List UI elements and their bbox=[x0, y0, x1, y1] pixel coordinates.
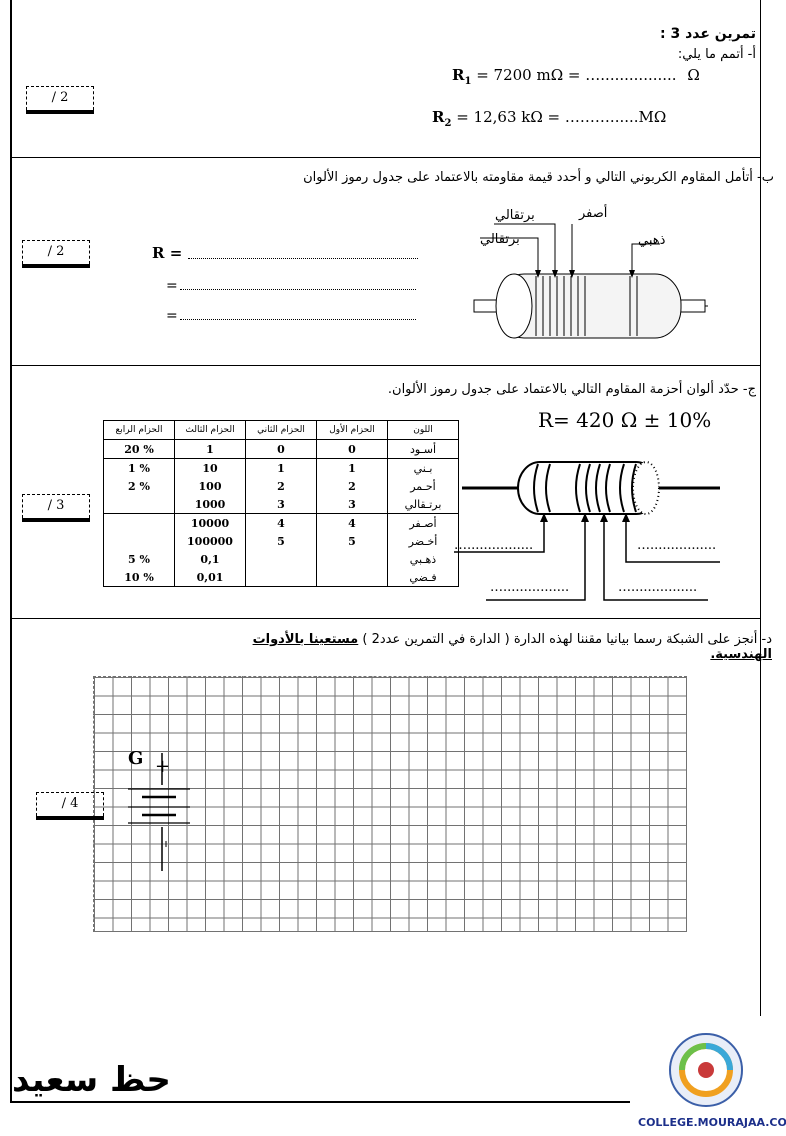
section-divider bbox=[12, 157, 760, 158]
r2-equation: R2 = 12,63 kΩ = ………......MΩ bbox=[432, 108, 667, 129]
battery-symbol bbox=[128, 753, 190, 871]
score-box: / 4 bbox=[36, 792, 104, 820]
score-box: / 3 bbox=[22, 494, 90, 522]
r1-equation: R1 = 7200 mΩ = …................ Ω bbox=[452, 66, 700, 87]
equals-sign: = bbox=[166, 308, 178, 324]
score-box: / 2 bbox=[22, 240, 90, 268]
answer-line bbox=[180, 319, 416, 320]
site-logo-icon bbox=[669, 1033, 743, 1107]
table-header: الحزام الثالث bbox=[174, 420, 246, 440]
section-divider bbox=[12, 618, 760, 619]
part-b-prompt: ب- أتأمل المقاوم الكربوني التالي و أحدد … bbox=[303, 170, 774, 185]
table-header: الحزام الرابع bbox=[103, 420, 175, 440]
exercise-title: تمرين عدد 3 : bbox=[659, 26, 756, 42]
part-c-prompt: ج- حدّد ألوان أحزمة المقاوم التالي بالاع… bbox=[387, 382, 756, 397]
score-box: / 2 bbox=[26, 86, 94, 114]
positive-terminal: + bbox=[155, 756, 171, 777]
part-d-prompt: د- أنجز على الشبكة رسما بيانيا مقننا لهذ… bbox=[252, 632, 772, 662]
page-frame-bottom bbox=[10, 1101, 630, 1103]
color-code-table: الحزام الرابع الحزام الثالث الحزام الثان… bbox=[103, 420, 459, 587]
answer-line bbox=[180, 289, 416, 290]
part-a-label: أ- أتمم ما يلي: bbox=[677, 47, 756, 62]
band-label-orange1: برتقالي bbox=[480, 232, 520, 247]
band-blank-4: …................ bbox=[637, 538, 717, 553]
site-url[interactable]: COLLEGE.MOURAJAA.COM bbox=[638, 1116, 786, 1129]
resistance-value: R= 420 Ω ± 10% bbox=[538, 408, 712, 432]
table-header: الحزام الأول bbox=[316, 420, 388, 440]
band-blank-2: …................ bbox=[490, 580, 570, 595]
generator-label: G bbox=[128, 748, 144, 769]
resistor-diagram-c bbox=[454, 461, 720, 601]
band-label-yellow: أصفر bbox=[579, 206, 608, 221]
answer-line bbox=[188, 258, 418, 259]
band-blank-1: …................ bbox=[454, 538, 534, 553]
band-blank-3: …................ bbox=[618, 580, 698, 595]
table-header: الحزام الثاني bbox=[245, 420, 317, 440]
good-luck-signature: حظ سعيد bbox=[12, 1060, 171, 1100]
table-header: اللون bbox=[387, 420, 459, 440]
band-label-gold: ذهبي bbox=[638, 233, 666, 248]
r-label: R = bbox=[152, 244, 183, 262]
equals-sign: = bbox=[166, 278, 178, 294]
section-divider bbox=[12, 365, 760, 366]
resistor-diagram-b bbox=[473, 223, 708, 339]
page-frame-right bbox=[760, 0, 761, 1016]
drawing-grid[interactable] bbox=[93, 676, 687, 932]
page-frame-left bbox=[10, 0, 12, 1103]
band-label-orange2: برتقالي bbox=[495, 208, 535, 223]
